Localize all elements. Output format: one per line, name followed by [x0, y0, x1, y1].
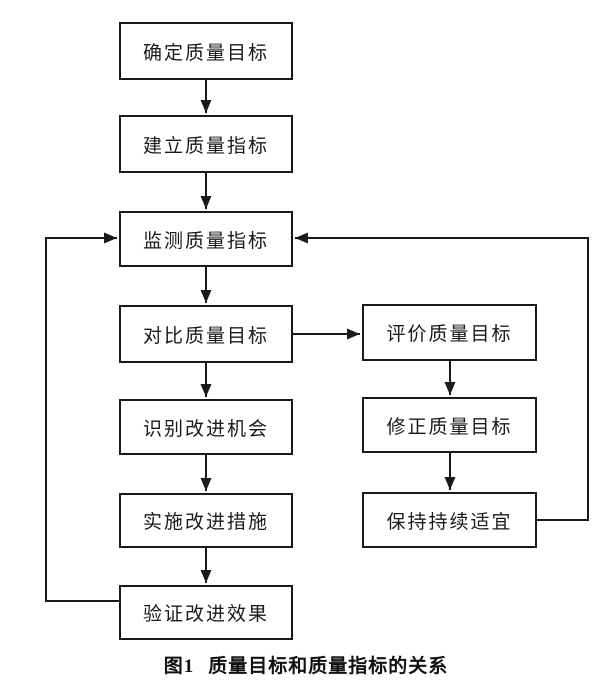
box-identify-improvement-opportunities: 识别改进机会	[119, 399, 293, 455]
box-revise-quality-objectives: 修正质量目标	[362, 397, 537, 453]
box-label: 验证改进效果	[142, 604, 269, 625]
box-label: 监测质量指标	[142, 230, 269, 252]
box-evaluate-quality-objectives: 评价质量目标	[362, 304, 537, 361]
box-implement-improvement-measures: 实施改进措施	[119, 493, 293, 548]
box-establish-quality-indicators: 建立质量指标	[119, 115, 293, 173]
box-label: 建立质量指标	[142, 135, 269, 157]
figure-caption: 图1 质量目标和质量指标的关系	[0, 651, 612, 678]
box-label: 识别改进机会	[142, 418, 269, 440]
figure-title: 质量目标和质量指标的关系	[208, 656, 449, 677]
box-determine-quality-objectives: 确定质量目标	[119, 22, 293, 80]
loop-verify-to-monitor	[45, 232, 119, 602]
box-label: 实施改进措施	[142, 512, 269, 533]
figure-number: 图1	[163, 656, 195, 677]
box-compare-quality-objectives: 对比质量目标	[119, 305, 293, 363]
box-label: 评价质量目标	[386, 324, 513, 345]
box-label: 确定质量目标	[142, 42, 269, 64]
loop-maintain-to-monitor	[295, 232, 589, 521]
box-label: 修正质量目标	[386, 416, 513, 438]
box-verify-improvement-results: 验证改进效果	[119, 585, 293, 640]
box-label: 保持持续适宜	[386, 511, 513, 533]
box-label: 对比质量目标	[142, 325, 269, 347]
box-monitor-quality-indicators: 监测质量指标	[119, 211, 293, 267]
box-maintain-continuing-suitability: 保持持续适宜	[362, 492, 537, 548]
